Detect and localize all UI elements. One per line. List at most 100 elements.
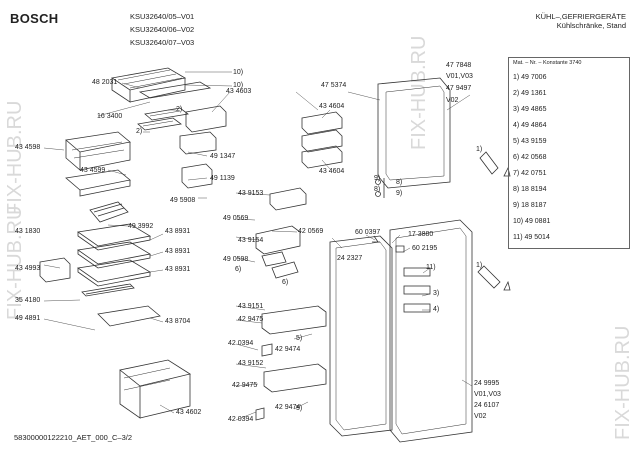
part-label: 43 8931 — [165, 228, 191, 235]
part-label: 42 0394 — [228, 340, 254, 347]
part-label: 43 4602 — [176, 409, 202, 416]
document-code: 58300000122210_AET_000_C–3/2 — [14, 433, 133, 442]
door-shelves-top — [301, 111, 343, 169]
compartment-hinge — [271, 261, 299, 279]
part-label: 11) — [426, 264, 436, 271]
parts-table-header: Mat. – Nr. – Konstante 3740 — [513, 60, 582, 66]
door-inner-liner — [329, 235, 393, 437]
part-label: 49 0569 — [223, 215, 249, 222]
part-label: 43 4993 — [15, 265, 41, 272]
clip-upper — [261, 343, 273, 357]
part-label: 24 9995 — [474, 380, 500, 387]
part-label: 43 4598 — [15, 144, 41, 151]
part-label: 60 0397 — [355, 229, 381, 236]
egg-box-part — [181, 163, 213, 189]
part-label: 49 1139 — [210, 175, 235, 182]
ice-tray-assembly — [110, 67, 212, 103]
part-label: V02 — [446, 97, 459, 104]
door-bottle-shelves — [261, 305, 327, 393]
part-label: 60 2195 — [412, 245, 438, 252]
part-label: 2) — [176, 106, 183, 113]
part-label: 43 9153 — [238, 190, 264, 197]
part-label: 47 5374 — [321, 82, 347, 89]
shelf-strip — [81, 283, 135, 297]
part-label: 42 0394 — [228, 416, 254, 423]
glass-shelves — [76, 223, 152, 287]
part-label: 8) — [374, 186, 381, 193]
part-label: 35 4180 — [15, 297, 41, 304]
butter-shelf — [269, 187, 307, 211]
parts-table-row: 2) 49 1361 — [513, 90, 547, 97]
ice-cube-trays — [137, 107, 189, 131]
part-label: 43 4604 — [319, 168, 345, 175]
refrigerator-door — [389, 219, 473, 443]
title-line-2: Kühlschränke, Stand — [556, 21, 626, 30]
door-handles — [477, 151, 511, 291]
parts-table-row: 9) 18 8187 — [513, 202, 547, 209]
part-label: 43 4604 — [319, 103, 345, 110]
part-label: 43 9151 — [238, 303, 264, 310]
part-label: 43 1830 — [15, 228, 41, 235]
compartment-flap — [261, 251, 287, 267]
parts-reference-table: Mat. – Nr. – Konstante 3740 1) 49 7006 2… — [508, 57, 630, 249]
title-line-1: KÜHL–,GEFRIERGERÄTE — [535, 12, 626, 21]
part-label: 4) — [433, 306, 440, 313]
freezer-shelf-upper — [65, 131, 131, 171]
parts-table-row: 11) 49 5014 — [513, 234, 550, 241]
leader-lines — [43, 71, 473, 421]
part-label: V01,V03 — [446, 73, 473, 80]
part-label: 43 4599 — [80, 167, 106, 174]
small-cover-part — [185, 105, 227, 133]
crisper-cover — [97, 305, 161, 327]
hinge-parts — [372, 178, 405, 253]
part-label: 43 8931 — [165, 266, 191, 273]
part-label: 2) — [136, 128, 143, 135]
model-line-1: KSU32640/05–V01 — [130, 12, 195, 21]
part-label: 6) — [235, 266, 242, 273]
door-frame-upper — [377, 77, 451, 189]
dairy-compartment — [255, 225, 301, 255]
part-label: 5) — [296, 405, 303, 412]
parts-table-row: 3) 49 4865 — [513, 106, 547, 113]
part-label: 47 7848 — [446, 62, 472, 69]
part-label: 43 4603 — [226, 88, 252, 95]
part-label: V02 — [474, 413, 487, 420]
part-label: 42 9475 — [232, 382, 258, 389]
parts-table-row: 4) 49 4864 — [513, 122, 547, 129]
clip-lower — [255, 407, 265, 421]
crisper-drawer — [119, 359, 192, 419]
part-label: 49 4891 — [15, 315, 41, 322]
part-label: 9) — [374, 175, 381, 182]
parts-table-row: 8) 18 8194 — [513, 186, 547, 193]
part-label: 49 5908 — [170, 197, 196, 204]
part-label: 48 2031 — [92, 79, 118, 86]
part-label: 1) — [476, 262, 483, 269]
part-label: 43 9154 — [238, 237, 264, 244]
part-label: 16 3400 — [97, 113, 123, 120]
wire-rack-part — [89, 201, 129, 223]
part-label: 43 8704 — [165, 318, 191, 325]
part-label: V01,V03 — [474, 391, 501, 398]
part-label: 9) — [396, 190, 403, 197]
part-label: 17 3880 — [408, 231, 434, 238]
part-label: 49 0598 — [223, 256, 249, 263]
model-line-2: KSU32640/06–V02 — [130, 25, 195, 34]
part-label: 42 9475 — [238, 316, 264, 323]
part-label: 24 2327 — [337, 255, 363, 262]
part-label: 43 9152 — [238, 360, 264, 367]
parts-table-row: 10) 49 0881 — [513, 218, 551, 225]
part-label: 42 9474 — [275, 404, 301, 411]
part-label: 47 9497 — [446, 85, 472, 92]
part-label: 8) — [396, 179, 403, 186]
parts-table-row: 7) 42 0751 — [513, 170, 547, 177]
small-crisper-box — [39, 257, 71, 283]
parts-table-row: 1) 49 7006 — [513, 74, 547, 81]
model-line-3: KSU32640/07–V03 — [130, 38, 195, 47]
part-label: 1) — [476, 146, 483, 153]
part-label: 42 9474 — [275, 346, 301, 353]
freezer-box-part — [179, 131, 217, 155]
part-label: 42 0569 — [298, 228, 324, 235]
brand-logo: BOSCH — [10, 11, 59, 26]
part-label: 49 1347 — [210, 153, 236, 160]
